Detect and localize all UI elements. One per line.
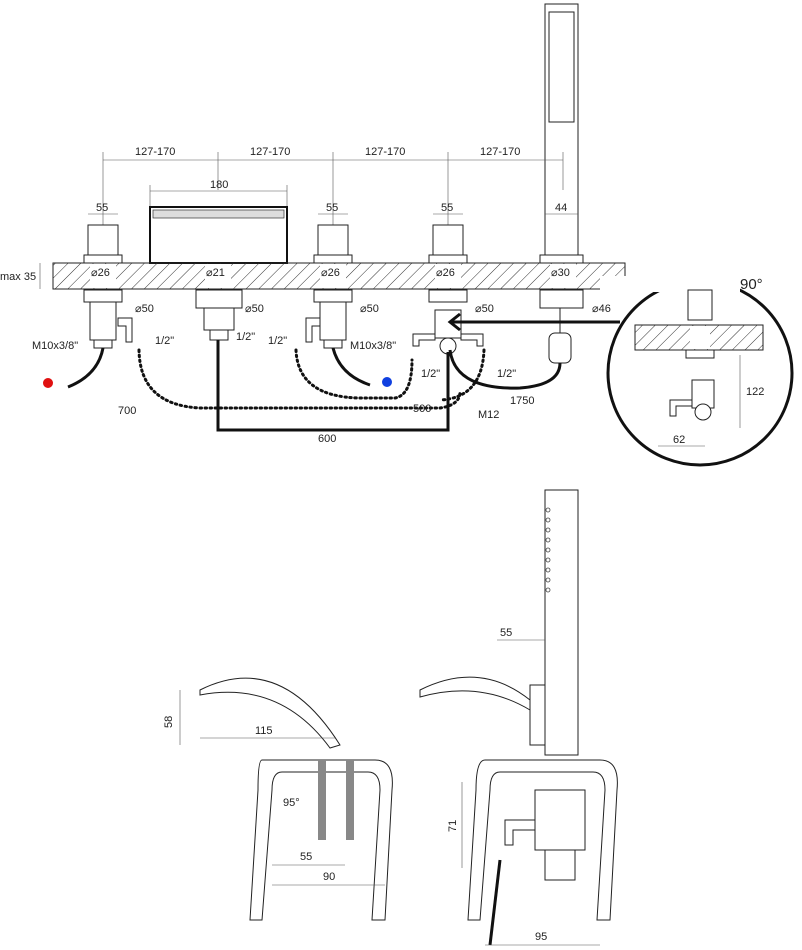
hole-label: ⌀26 [436, 267, 455, 279]
spout-reach-label: 115 [255, 725, 273, 737]
spout [149, 206, 288, 264]
thread-label: M12 [478, 409, 499, 421]
spacing-label: 127-170 [135, 146, 175, 158]
spout-side-view: 58 115 95° 55 90 [163, 677, 393, 921]
deck-section: max 35 ⌀26 ⌀21 ⌀26 ⌀26 ⌀30 [0, 262, 626, 290]
hose-length-label: 700 [118, 405, 136, 417]
hand-shower [539, 3, 584, 264]
thread-label: 1/2" [236, 331, 255, 343]
spacing-label: 127-170 [480, 146, 520, 158]
nut-label: ⌀50 [245, 303, 264, 315]
thread-label: 1/2" [421, 368, 440, 380]
thread-label: 1/2" [155, 335, 174, 347]
nut-label: ⌀50 [360, 303, 379, 315]
detail-angle-label: 90° [740, 276, 763, 293]
spout-angle-label: 95° [283, 797, 300, 809]
shower-base-width-label: 95 [535, 931, 547, 943]
nut-label: ⌀50 [475, 303, 494, 315]
nut-label: ⌀50 [135, 303, 154, 315]
nut-label: ⌀46 [592, 303, 611, 315]
spout-width-label: 180 [210, 179, 228, 191]
spacing-label: 127-170 [365, 146, 405, 158]
hoses: 700 500 1750 600 [43, 312, 620, 445]
handles [83, 224, 468, 264]
detail-width-label: 62 [673, 434, 685, 446]
detail-view: 90° 122 62 [600, 276, 794, 467]
hole-label: ⌀26 [91, 267, 110, 279]
shower-offset-label: 55 [500, 627, 512, 639]
handle-width-label: 55 [96, 202, 108, 214]
spout-base-width-label: 90 [323, 871, 335, 883]
spout-base-label: 55 [300, 851, 312, 863]
hose-length-label: 1750 [510, 395, 534, 407]
spacing-dimensions: 127-170 127-170 127-170 127-170 180 55 5… [88, 146, 578, 225]
thread-label: 1/2" [497, 368, 516, 380]
detail-height-label: 122 [746, 386, 764, 398]
thread-label: 1/2" [268, 335, 287, 347]
thread-label: M10x3/8" [32, 340, 78, 352]
handle-width-label: 55 [441, 202, 453, 214]
under-deck-valves [83, 289, 584, 364]
hose-length-label: 600 [318, 433, 336, 445]
hole-label: ⌀26 [321, 267, 340, 279]
hole-label: ⌀21 [206, 267, 225, 279]
spacing-label: 127-170 [250, 146, 290, 158]
hole-label: ⌀30 [551, 267, 570, 279]
shower-height-label: 71 [447, 820, 459, 832]
deck-max-label: max 35 [0, 271, 36, 283]
nut-dimensions: ⌀50 ⌀50 ⌀50 ⌀50 ⌀46 M10x3/8" M10x3/8" 1/… [32, 303, 611, 421]
handle-width-label: 55 [326, 202, 338, 214]
hose-length-label: 500 [413, 403, 431, 415]
cold-water-indicator [382, 377, 392, 387]
spout-height-label: 58 [163, 716, 175, 728]
shower-width-label: 44 [555, 202, 567, 214]
hot-water-indicator [43, 378, 53, 388]
shower-side-view: 55 71 95 [419, 489, 618, 946]
thread-label: M10x3/8" [350, 340, 396, 352]
